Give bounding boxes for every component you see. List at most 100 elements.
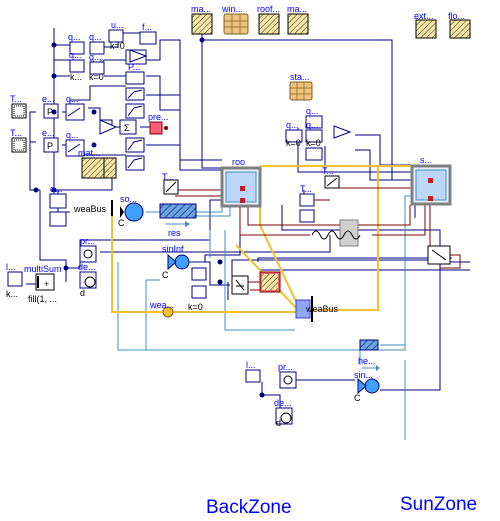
svg-text:k...: k... — [70, 72, 82, 82]
svg-text:de...: de... — [274, 398, 292, 408]
signal-block-p3[interactable] — [125, 103, 145, 119]
material-icon-2[interactable]: ma... — [287, 4, 309, 35]
signal-block-e1[interactable]: P e... — [42, 94, 59, 119]
svg-text:q...: q... — [66, 130, 79, 140]
window-icon[interactable]: win... — [221, 4, 249, 35]
svg-text:k=0: k=0 — [110, 41, 125, 51]
sink-2[interactable]: sin... C — [354, 370, 380, 403]
signal-gain-upper[interactable] — [125, 49, 148, 65]
svg-text:mat...: mat... — [78, 148, 101, 158]
signal-block-e2[interactable]: P e... — [42, 128, 59, 153]
signal-block-p1[interactable]: P... — [125, 62, 145, 85]
flow-mixer-right[interactable] — [427, 245, 451, 265]
svg-text:q...: q... — [89, 32, 102, 42]
svg-text:q...: q... — [66, 94, 79, 104]
material-block[interactable]: mat... — [78, 148, 117, 179]
svg-text:P: P — [47, 141, 53, 151]
weather-connector[interactable]: wea... — [149, 300, 174, 318]
heat-exchanger[interactable] — [311, 219, 361, 247]
svg-text:Σ: Σ — [124, 123, 130, 133]
pre-block[interactable]: pre... — [148, 112, 169, 135]
floor-icon[interactable]: flo... — [448, 11, 471, 39]
svg-text:roo: roo — [232, 157, 245, 167]
svg-text:flo...: flo... — [448, 11, 465, 21]
svg-text:sin...: sin... — [354, 370, 373, 380]
delay-block-2[interactable]: de... d — [274, 398, 293, 428]
junction-dots — [33, 37, 265, 398]
svg-text:so...: so... — [120, 194, 137, 204]
svg-text:d: d — [276, 418, 281, 428]
status-icon[interactable]: sta... — [289, 72, 313, 101]
svg-text:T...: T... — [162, 172, 174, 182]
temp-blocks-right[interactable]: T... — [299, 184, 315, 223]
exterior-wall-icon[interactable]: ext... — [414, 11, 437, 39]
delay-block[interactable]: de... d — [78, 262, 97, 298]
signal-blocks-mid[interactable]: k=0 — [188, 267, 207, 312]
lower-pipe[interactable]: he... — [358, 339, 380, 371]
sun-zone-label: SunZone — [400, 494, 477, 515]
signal-connections — [29, 22, 470, 410]
duct-resistance[interactable]: res — [159, 203, 197, 238]
svg-text:ma...: ma... — [191, 4, 211, 14]
signal-block-q3[interactable]: q... k... k=0 — [70, 52, 105, 82]
pressure-block-2[interactable]: pr... — [278, 362, 297, 389]
signal-block-q2[interactable]: q... — [69, 50, 85, 73]
svg-text:q...: q... — [50, 184, 63, 194]
weaBus-left-connector[interactable]: weaBus — [73, 200, 113, 216]
heat-port-block[interactable] — [259, 271, 281, 293]
sink-infiltration[interactable]: sinInf C — [162, 244, 190, 280]
temperature-source-1[interactable]: T... — [10, 94, 27, 119]
svg-text:d: d — [80, 288, 85, 298]
svg-text:l...: l... — [6, 262, 16, 272]
back-zone-room[interactable]: roo — [220, 157, 262, 208]
signal-switch-1[interactable]: q... — [65, 94, 85, 121]
heat-flow-sensor-right[interactable]: T... — [322, 166, 340, 189]
svg-text:k...: k... — [6, 289, 18, 299]
svg-text:C: C — [118, 218, 125, 228]
svg-text:q...: q... — [68, 32, 81, 42]
signal-block-p4[interactable] — [125, 137, 145, 153]
gain-block[interactable] — [99, 119, 118, 135]
roof-icon[interactable]: roof... — [257, 4, 280, 35]
svg-text:e...: e... — [42, 94, 55, 104]
signal-block-f[interactable]: f... — [139, 22, 157, 45]
mixing-block[interactable] — [231, 275, 249, 295]
svg-text:T...: T... — [300, 184, 312, 194]
temperature-source-2[interactable]: T... — [10, 128, 27, 153]
signal-block-p2[interactable] — [125, 87, 145, 101]
right-control-blocks[interactable]: q... q... q... k=0 k=0 — [285, 106, 352, 161]
heat-flow-sensor[interactable]: T... — [162, 172, 179, 195]
multisum-block[interactable]: l... k... + multiSum fill(1, ... — [6, 262, 62, 304]
signal-block-u[interactable]: u... k=0 — [108, 20, 125, 51]
pressure-block[interactable]: pr... — [79, 236, 97, 263]
svg-text:sta...: sta... — [290, 72, 310, 82]
back-zone-label: BackZone — [206, 497, 292, 518]
material-icon-1[interactable]: ma... — [191, 4, 213, 35]
weaBus-right-connector[interactable]: weaBus — [295, 296, 339, 322]
svg-text:P...: P... — [128, 62, 140, 72]
middle-section: weaBus q... so... C res T... — [49, 72, 452, 247]
heat-source-block[interactable]: q... — [49, 184, 67, 227]
lower-signal-block[interactable]: l... — [245, 360, 261, 383]
svg-text:T...: T... — [10, 128, 22, 138]
svg-text:C: C — [162, 270, 169, 280]
svg-text:q...: q... — [89, 52, 102, 62]
signal-block-p5[interactable] — [125, 155, 145, 171]
svg-text:sinInf: sinInf — [162, 244, 184, 254]
svg-text:pre...: pre... — [148, 112, 169, 122]
svg-text:roof...: roof... — [257, 4, 280, 14]
svg-text:q...: q... — [306, 120, 319, 130]
source-pump[interactable]: so... C — [118, 194, 144, 228]
svg-text:l...: l... — [246, 360, 256, 370]
svg-text:k=0: k=0 — [188, 302, 203, 312]
svg-text:he...: he... — [358, 356, 376, 366]
signal-switch-2[interactable]: q... — [65, 130, 85, 157]
svg-text:res: res — [168, 228, 181, 238]
sum-block[interactable]: Σ — [119, 119, 137, 135]
sun-zone-room[interactable]: s... — [410, 155, 452, 206]
svg-text:+: + — [44, 279, 49, 289]
svg-text:k=0: k=0 — [306, 138, 321, 148]
signal-block-q1[interactable]: q... — [68, 32, 85, 55]
svg-text:q...: q... — [69, 50, 82, 60]
